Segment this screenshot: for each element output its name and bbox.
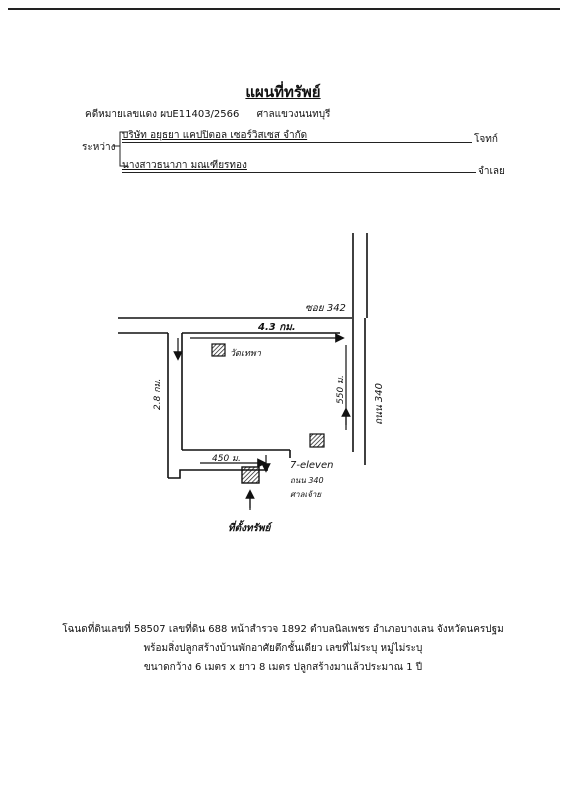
deed-description-line2: พร้อมสิ่งปลูกสร้างบ้านพักอาศัยตึกชั้นเดี…: [143, 643, 423, 654]
between-label: ระหว่าง: [82, 142, 116, 153]
plaintiff-role: โจทก์: [474, 134, 498, 145]
dist-top-label: 4.3 กม.: [257, 322, 296, 333]
page-title: แผนที่ทรัพย์: [245, 83, 321, 101]
defendant-underline: [122, 172, 476, 173]
plaintiff-underline: [122, 142, 472, 143]
plaintiff-name: บริษัท อยุธยา แคปปิตอล เซอร์วิสเซส จำกัด: [122, 130, 308, 141]
dist-right-label: 550 ม.: [336, 375, 346, 404]
dist-bottom-label: 450 ม.: [212, 454, 241, 464]
dist-left-label: 2.8 กม.: [153, 379, 163, 410]
defendant-name: นางสาวธนาภา มณเฑียรทอง: [122, 160, 247, 171]
defendant-role: จำเลย: [478, 166, 505, 177]
property-label: ที่ตั้งทรัพย์: [228, 520, 273, 534]
deed-description-line3: ขนาดกว้าง 6 เมตร x ยาว 8 เมตร ปลูกสร้างม…: [143, 662, 423, 673]
case-info: คดีหมายเลขแดง ผบE11403/2566 ศาลแขวงนนทบุ…: [85, 107, 344, 122]
deed-description-line1: โฉนดที่ดินเลขที่ 58507 เลขที่ดิน 688 หน้…: [62, 624, 504, 635]
alley-label: ซอย 342: [305, 303, 346, 314]
road-right-label: ถนน 340: [374, 383, 385, 425]
temple-marker: [211, 343, 226, 357]
store-addr1: ถนน 340: [290, 476, 324, 485]
direction-arrows: [173, 333, 351, 510]
property-marker: [241, 466, 260, 484]
store-addr2: ศาลเจ้าย: [290, 490, 322, 499]
store-label: 7-eleven: [290, 460, 333, 471]
top-border: [8, 8, 560, 10]
store-marker: [309, 433, 325, 448]
court-name: ศาลแขวงนนทบุรี: [256, 109, 331, 120]
temple-label: วัดเทพา: [230, 348, 262, 359]
case-number: คดีหมายเลขแดง ผบE11403/2566: [85, 109, 240, 120]
